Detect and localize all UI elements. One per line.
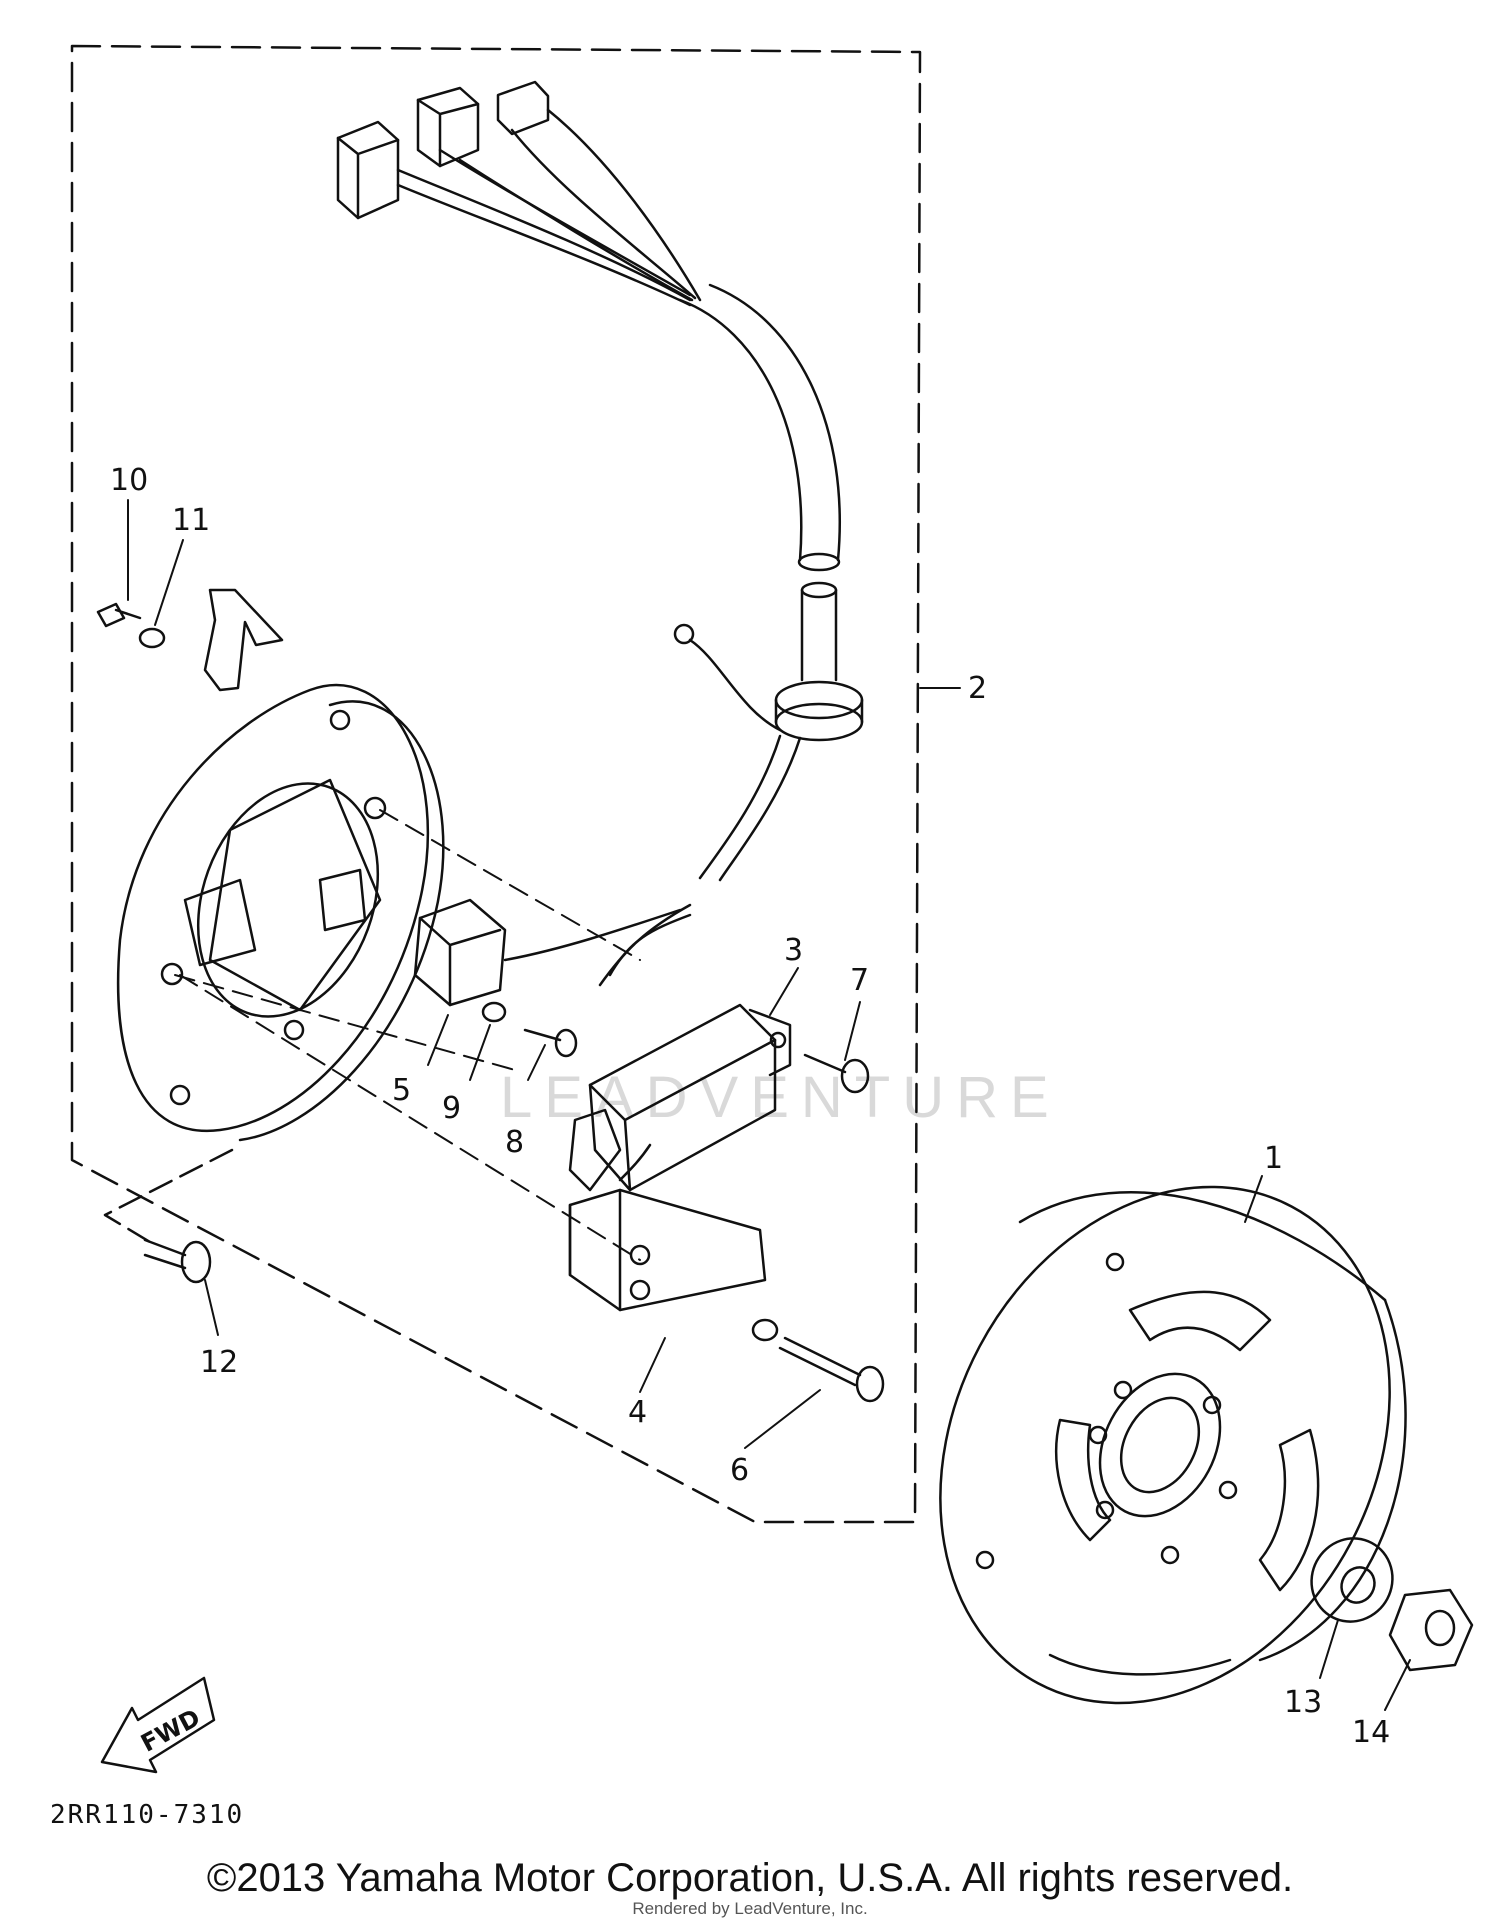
copyright-notice: ©2013 Yamaha Motor Corporation, U.S.A. A… bbox=[206, 1856, 1294, 1900]
leader-lines bbox=[127, 499, 1411, 1711]
rendered-by-notice: Rendered by LeadVenture, Inc. bbox=[632, 1899, 868, 1918]
callout-5: 5 bbox=[392, 1073, 411, 1108]
drawing-code: 2RR110-7310 bbox=[50, 1800, 244, 1830]
callout-1: 1 bbox=[1264, 1141, 1283, 1176]
part-10-screw bbox=[96, 602, 142, 628]
callout-14: 14 bbox=[1352, 1715, 1390, 1750]
part-8-screw bbox=[523, 1028, 578, 1058]
watermark: LEADVENTURE bbox=[500, 1065, 1061, 1130]
callout-13: 13 bbox=[1284, 1685, 1322, 1720]
boundary-lead-12 bbox=[103, 1148, 234, 1247]
callout-7: 7 bbox=[850, 963, 869, 998]
part-9-washer bbox=[481, 1001, 507, 1023]
bracket bbox=[203, 588, 284, 692]
fwd-arrow: FWD bbox=[100, 1676, 216, 1774]
callout-3: 3 bbox=[784, 933, 803, 968]
parts-diagram: LEADVENTURE bbox=[50, 44, 1474, 1830]
part-5-pickup bbox=[413, 898, 682, 1007]
part-1-rotor bbox=[939, 1185, 1407, 1705]
part-4-washer bbox=[751, 1318, 779, 1342]
part-14-nut bbox=[1388, 1588, 1474, 1672]
callout-4: 4 bbox=[628, 1395, 647, 1430]
wire-harness-connectors bbox=[336, 80, 702, 307]
part-13-washer bbox=[1310, 1537, 1394, 1623]
harness-sleeve bbox=[673, 283, 864, 882]
callout-6: 6 bbox=[730, 1453, 749, 1488]
callout-2: 2 bbox=[968, 671, 987, 706]
part-12-screw bbox=[143, 1238, 212, 1284]
part-11-washer bbox=[138, 627, 166, 649]
callout-12: 12 bbox=[200, 1345, 238, 1380]
callout-10: 10 bbox=[110, 463, 148, 498]
explode-lines bbox=[174, 809, 641, 1261]
fwd-label: FWD bbox=[136, 1703, 205, 1757]
part-7-screw bbox=[803, 1053, 870, 1094]
callout-9: 9 bbox=[442, 1091, 461, 1126]
stator-plate bbox=[116, 683, 445, 1142]
callout-11: 11 bbox=[172, 503, 210, 538]
part-6-screw bbox=[778, 1336, 885, 1403]
assembly-boundary bbox=[70, 44, 922, 1524]
part-3-coil bbox=[568, 903, 792, 1192]
callout-8: 8 bbox=[505, 1125, 524, 1160]
